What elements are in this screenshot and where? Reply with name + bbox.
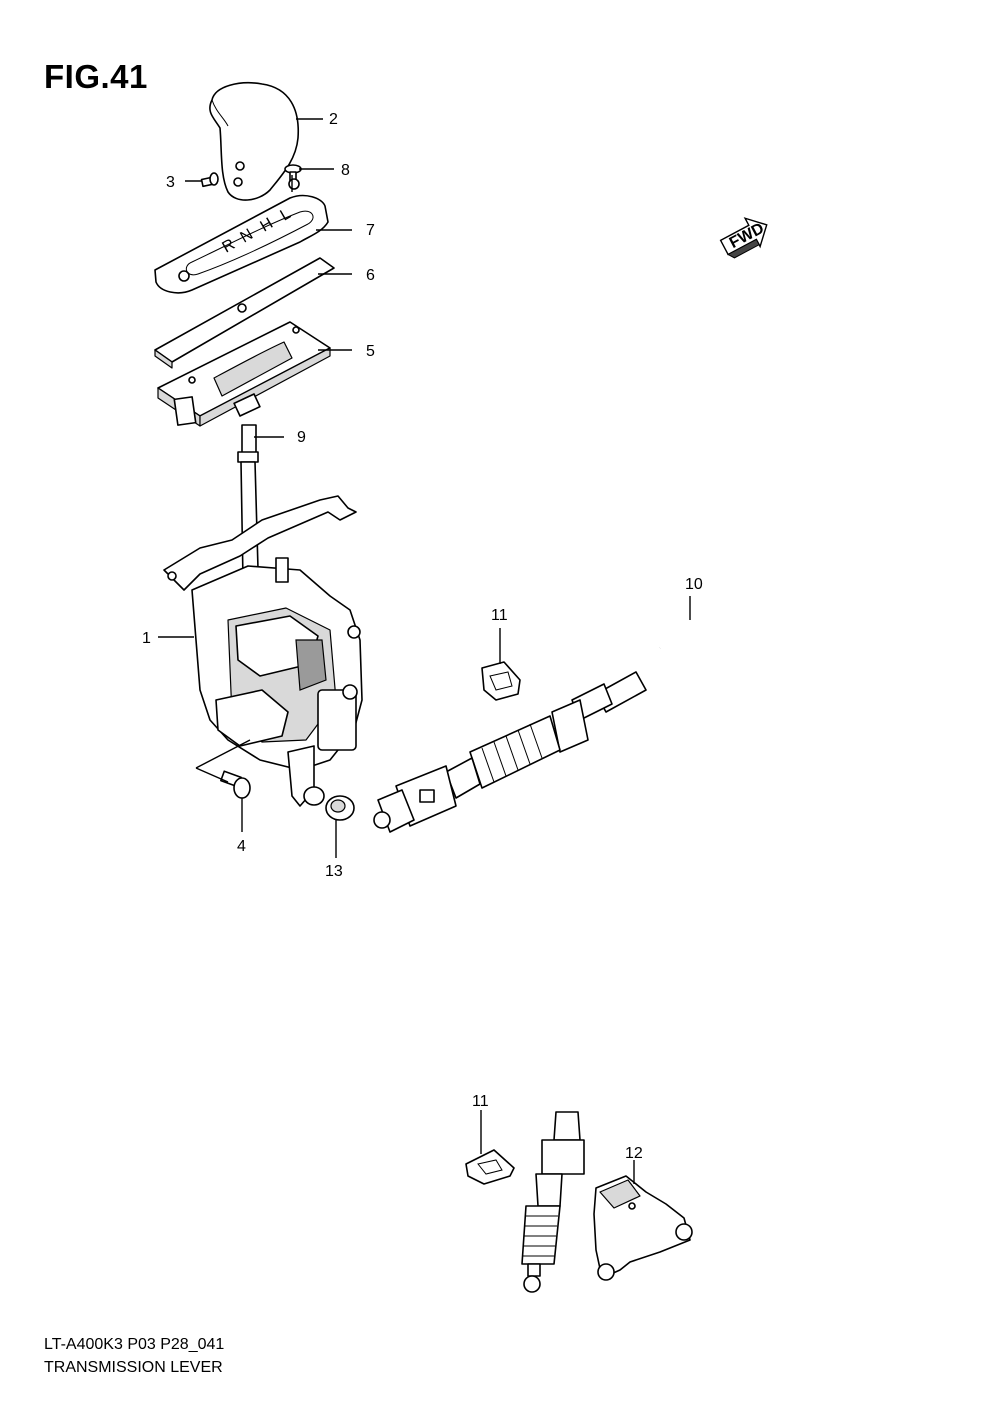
callout-6: 6 bbox=[366, 267, 375, 284]
callout-9: 9 bbox=[297, 429, 306, 446]
slide-plate bbox=[154, 257, 335, 369]
shift-cable bbox=[373, 625, 822, 1121]
callout-13: 13 bbox=[325, 863, 343, 880]
screw-part-3 bbox=[200, 172, 219, 188]
bushing-part-13 bbox=[303, 786, 355, 821]
transmission-lever-housing bbox=[163, 495, 363, 807]
cable-clip-upper bbox=[481, 661, 521, 701]
callout-4: 4 bbox=[237, 838, 246, 855]
callout-11-lower: 11 bbox=[472, 1093, 489, 1110]
gate-cover: R N H L bbox=[154, 178, 329, 294]
base-plate bbox=[157, 321, 331, 427]
shift-knob bbox=[209, 82, 300, 201]
callout-2: 2 bbox=[329, 111, 338, 128]
callout-12: 12 bbox=[625, 1145, 643, 1162]
cable-bracket bbox=[593, 1175, 693, 1281]
cable-clip-lower bbox=[465, 1149, 515, 1185]
callout-10: 10 bbox=[685, 576, 703, 593]
cable-lower-end bbox=[521, 1111, 585, 1293]
callout-5: 5 bbox=[366, 343, 375, 360]
callout-11-upper: 11 bbox=[491, 607, 508, 624]
figure-title: FIG.41 bbox=[44, 58, 148, 95]
callout-8: 8 bbox=[341, 162, 350, 179]
figure-name: TRANSMISSION LEVER bbox=[44, 1359, 223, 1376]
callout-3: 3 bbox=[166, 174, 175, 191]
screw-part-8 bbox=[284, 164, 302, 185]
bolt-part-4 bbox=[220, 770, 251, 799]
callout-1: 1 bbox=[142, 630, 151, 647]
figure-code: LT-A400K3 P03 P28_041 bbox=[44, 1336, 225, 1353]
callout-7: 7 bbox=[366, 222, 375, 239]
forward-direction-icon: FWD bbox=[719, 217, 768, 259]
leader-lines bbox=[158, 118, 691, 1184]
callout-numbers: 2 3 8 7 6 5 9 1 4 13 11 10 11 12 bbox=[142, 111, 703, 1162]
